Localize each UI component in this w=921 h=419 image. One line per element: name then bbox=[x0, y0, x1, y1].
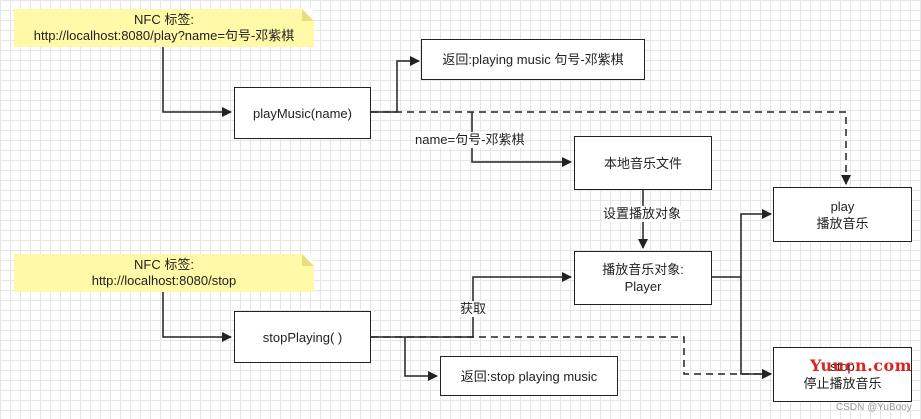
note-fold-corner bbox=[302, 9, 314, 21]
nfc-note-stop: NFC 标签: http://localhost:8080/stop bbox=[14, 254, 314, 292]
csdn-watermark: CSDN @YuBooy bbox=[836, 402, 912, 413]
play-result-box: play 播放音乐 bbox=[773, 187, 912, 242]
return-play-label: 返回:playing music 句号-邓紫棋 bbox=[442, 52, 624, 67]
player-object-title: 播放音乐对象: bbox=[602, 262, 684, 277]
play-result-desc: 播放音乐 bbox=[816, 215, 869, 231]
player-object-box: 播放音乐对象: Player bbox=[574, 251, 712, 305]
edge-name-to-localfile bbox=[471, 112, 572, 167]
note-url: http://localhost:8080/stop bbox=[91, 273, 237, 288]
edge-note1-to-playmusic bbox=[162, 45, 232, 117]
edge-player-to-stop bbox=[740, 277, 772, 379]
edge-player-to-play bbox=[711, 209, 772, 278]
site-logo-watermark: Yuucn.com bbox=[810, 356, 913, 375]
playmusic-label: playMusic(name) bbox=[253, 105, 352, 121]
edge-playmusic-to-play bbox=[371, 111, 851, 185]
edge-stopplaying-to-return bbox=[404, 337, 438, 381]
edge-playmusic-to-return bbox=[371, 56, 420, 113]
note-title: NFC 标签: bbox=[134, 12, 194, 27]
stopplaying-box: stopPlaying( ) bbox=[234, 311, 371, 363]
stop-result-box: stop 停止播放音乐 bbox=[773, 347, 912, 402]
note-title: NFC 标签: bbox=[134, 257, 194, 272]
playmusic-box: playMusic(name) bbox=[234, 87, 371, 139]
local-file-box: 本地音乐文件 bbox=[574, 136, 712, 190]
player-object-name: Player bbox=[624, 279, 662, 294]
set-player-label: 设置播放对象 bbox=[602, 206, 683, 222]
return-play-box: 返回:playing music 句号-邓紫棋 bbox=[421, 39, 645, 80]
name-param-label: name=句号-邓紫棋 bbox=[414, 132, 526, 148]
note-fold-corner bbox=[302, 254, 314, 266]
return-stop-label: 返回:stop playing music bbox=[460, 368, 598, 384]
note-url: http://localhost:8080/play?name=句号-邓紫棋 bbox=[33, 28, 295, 43]
get-label: 获取 bbox=[459, 301, 488, 317]
stopplaying-label: stopPlaying( ) bbox=[262, 329, 343, 345]
edge-stopplaying-to-stop bbox=[371, 336, 772, 379]
nfc-note-play: NFC 标签: http://localhost:8080/play?name=… bbox=[14, 9, 314, 47]
stop-result-title: stop bbox=[830, 358, 855, 374]
edge-note2-to-stopplaying bbox=[162, 290, 232, 342]
play-result-title: play bbox=[830, 198, 855, 214]
local-file-label: 本地音乐文件 bbox=[603, 155, 682, 171]
stop-result-desc: 停止播放音乐 bbox=[803, 375, 882, 391]
return-stop-box: 返回:stop playing music bbox=[440, 356, 618, 396]
